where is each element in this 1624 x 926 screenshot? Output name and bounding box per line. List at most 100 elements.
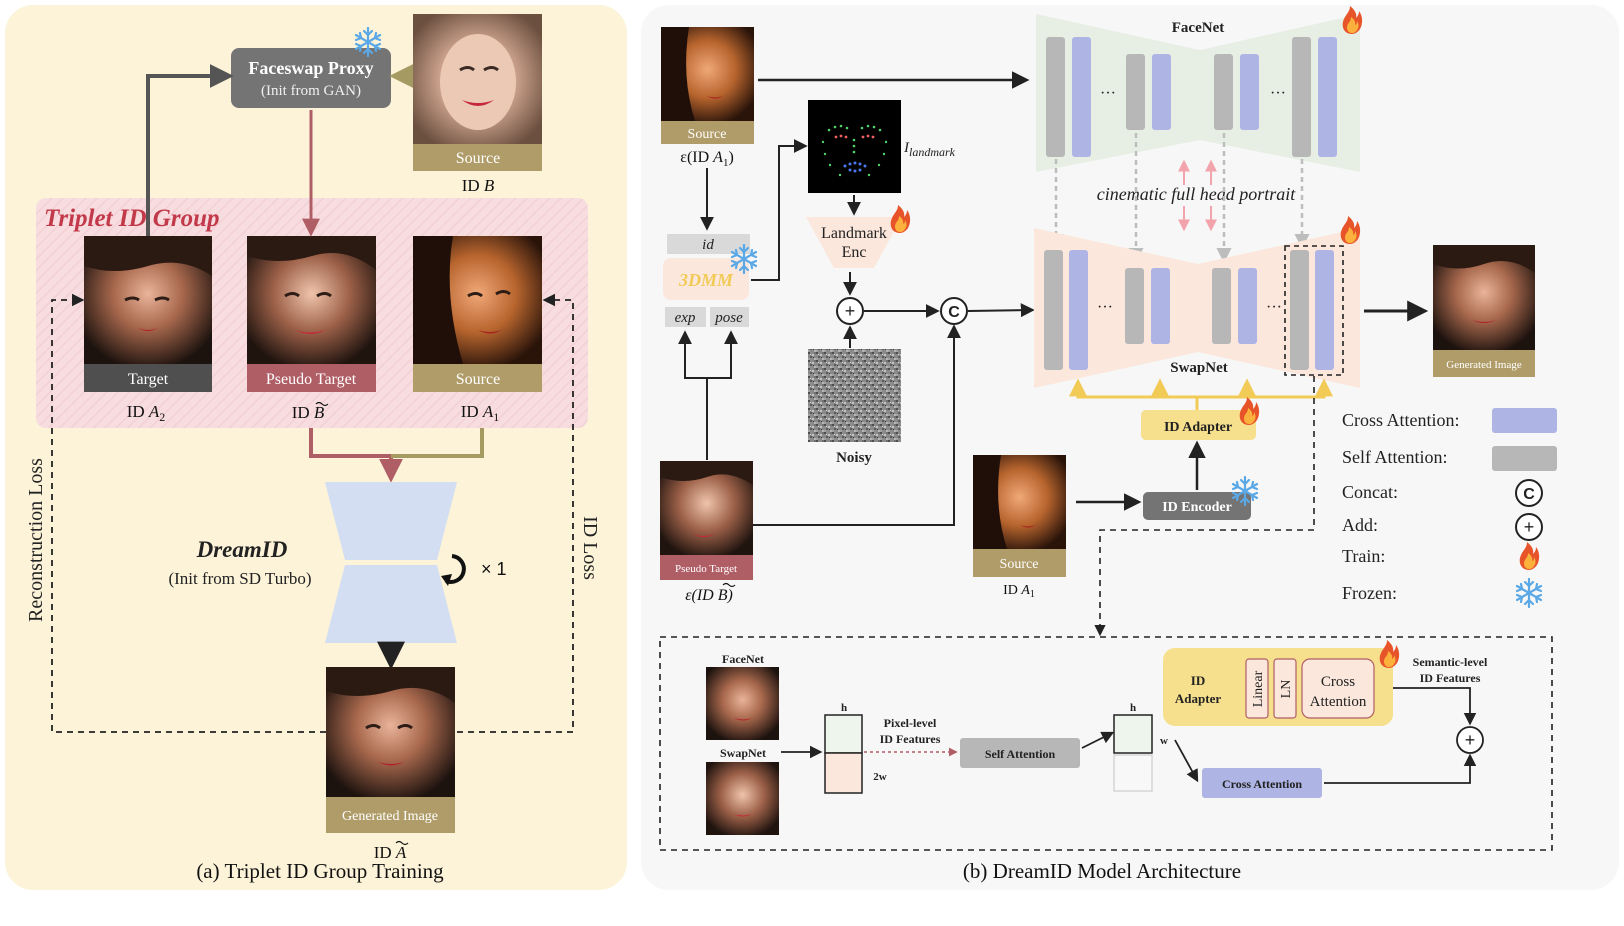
add-symbol: + — [845, 301, 856, 321]
plus-circle-icon — [836, 297, 864, 325]
reconstruction-loss-line — [51, 293, 326, 733]
output-w-label: w — [1160, 735, 1168, 747]
landmark-eye-dots — [834, 134, 875, 139]
adapter-injection-lines — [1069, 378, 1333, 410]
ln-layer-label: LN — [1279, 680, 1294, 699]
swapnet-title: SwapNet — [1170, 360, 1228, 376]
adapter-cross-attention-box — [1301, 658, 1375, 719]
reconstruction-loss-label: Reconstruction Loss — [25, 458, 47, 622]
linear-layer-box — [1245, 658, 1269, 719]
threedmm-label: 3DMM — [678, 270, 734, 290]
detail-facenet-image — [706, 667, 779, 740]
detail-box — [659, 636, 1553, 851]
tilde-accent-b — [722, 582, 736, 588]
detail-swapnet-label: SwapNet — [720, 746, 766, 760]
threedmm-box — [663, 258, 749, 300]
concat-circle-icon — [1515, 479, 1543, 507]
facenet-ellipsis-right: ··· — [1270, 85, 1286, 102]
landmark-label: Ilandmark — [903, 140, 956, 159]
landmark-encoder-shape — [806, 217, 902, 268]
source2-caption-b: Source — [1000, 557, 1039, 572]
plus-circle-icon — [1456, 726, 1484, 754]
pseudo-to-dreamid-arrow — [309, 428, 403, 483]
target-image — [84, 236, 212, 364]
pseudo-target-caption-bar — [247, 364, 376, 392]
legend-add-label: Add: — [1342, 515, 1378, 535]
plus-circle-icon — [1515, 513, 1543, 541]
facenet-to-swapnet-arrows — [1048, 133, 1310, 263]
output-faded-block — [1113, 754, 1153, 792]
legend-cross-attention-label: Cross Attention: — [1342, 410, 1460, 430]
adapter-to-add-arrow — [1393, 687, 1477, 726]
generated-caption-bar-a — [326, 797, 455, 833]
detail-cross-attention-box — [1202, 768, 1322, 798]
landmark-enc-label-2: Enc — [842, 244, 867, 261]
facenet-title: FaceNet — [1172, 20, 1224, 36]
linear-layer-label: Linear — [1251, 670, 1266, 707]
legend-train-label: Train: — [1342, 546, 1385, 566]
source2-id-label: ID A1 — [1003, 583, 1035, 600]
source-b-caption: Source — [456, 150, 500, 167]
id-adapter-label: ID Adapter — [1164, 420, 1232, 435]
target-caption-bar — [84, 364, 212, 392]
source-b-id-label: ID B — [462, 176, 495, 195]
swapnet-ellipsis-right: ··· — [1266, 299, 1282, 316]
id-adapter-box — [1141, 410, 1256, 440]
legend-add-symbol: + — [1524, 517, 1535, 537]
facenet-ellipsis-left: ··· — [1100, 85, 1116, 102]
landmark-mouth-dots — [843, 161, 867, 173]
detail-facenet-label: FaceNet — [722, 652, 764, 666]
3dmm-to-landmark-arrow — [751, 139, 808, 281]
pixel-features-label-1: Pixel-level — [884, 716, 937, 730]
source-b-image — [413, 14, 542, 144]
pseudo-target-id-label: ID B — [292, 403, 325, 422]
faceswap-proxy-title: Faceswap Proxy — [248, 58, 373, 78]
legend-self-attention-swatch — [1492, 446, 1557, 471]
self-attn-to-output-arrow — [1081, 731, 1115, 749]
dreamid-decoder-shape — [325, 565, 457, 643]
panel-a-caption: (a) Triplet ID Group Training — [196, 859, 444, 883]
noise-image — [808, 349, 901, 442]
legend-cross-attention-swatch — [1492, 408, 1557, 433]
source-a1-image-b — [661, 27, 754, 121]
detail-id-adapter-label-2: Adapter — [1175, 691, 1221, 706]
output-h-label: h — [1130, 702, 1136, 714]
tilde-accent-generated — [395, 840, 409, 846]
detail-self-attention-label: Self Attention — [985, 747, 1056, 761]
generated-image-b — [1433, 245, 1535, 350]
detail-id-adapter-label-1: ID — [1191, 673, 1205, 688]
detail-add-symbol: + — [1465, 730, 1476, 750]
source-top-caption-b: Source — [688, 127, 727, 142]
cross-attn-to-add-arrow — [1324, 753, 1477, 784]
source-a1-image — [413, 236, 542, 364]
feature-2w-label: 2w — [873, 771, 887, 783]
source-top-caption-bar-b — [661, 121, 754, 144]
faceswap-proxy-box — [231, 48, 391, 108]
semantic-features-label-2: ID Features — [1420, 671, 1481, 685]
generated-caption-bar-b — [1433, 350, 1535, 377]
panel-b-caption: (b) DreamID Model Architecture — [963, 859, 1241, 883]
landmark-enc-label-1: Landmark — [821, 225, 887, 242]
adapter-cross-attention-label-2: Attention — [1310, 694, 1367, 710]
pose-label: pose — [714, 310, 743, 326]
ln-layer-box — [1273, 658, 1297, 719]
pseudo-to-pose-arrow — [706, 330, 738, 460]
concat-to-swapnet-arrow — [967, 303, 1035, 318]
prompt-arrows — [1178, 159, 1217, 232]
generated-caption-b: Generated Image — [1446, 359, 1522, 371]
exp-token-box — [665, 307, 706, 327]
swapnet-blocks — [1044, 250, 1334, 370]
facenet-blocks — [1046, 37, 1337, 157]
source-a1-id-label: ID A1 — [461, 402, 500, 424]
legend-concat-label: Concat: — [1342, 482, 1398, 502]
legend-self-attention-label: Self Attention: — [1342, 447, 1448, 467]
pseudo-eps-label: ε(ID B) — [685, 587, 733, 604]
source-a1-image-b2 — [973, 455, 1066, 549]
source-a1-caption-bar — [413, 364, 542, 392]
tilde-accent — [315, 401, 329, 407]
generated-id-label-a: ID A — [374, 843, 407, 862]
pixel-features-label-2: ID Features — [880, 732, 941, 746]
landmark-dots — [821, 124, 888, 177]
